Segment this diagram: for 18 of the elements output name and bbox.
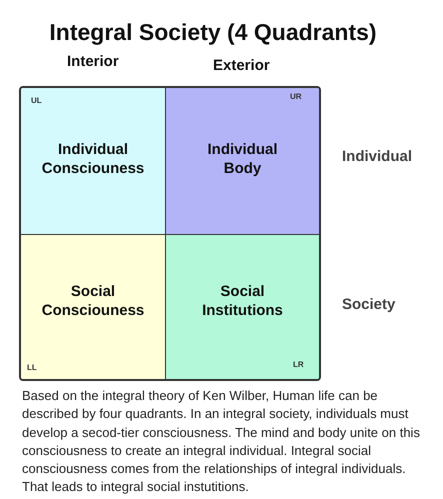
- row-heading: Society: [342, 296, 396, 314]
- corner-label: UL: [31, 96, 42, 106]
- quadrant-title: Individual Body: [206, 140, 278, 178]
- quadrant-title: Social Consciouness: [40, 282, 146, 320]
- corner-label: LL: [27, 363, 37, 372]
- corner-label: LR: [293, 360, 304, 370]
- quadrant-title: Individual Consciouness: [40, 140, 146, 178]
- row-heading: Individual: [342, 148, 412, 166]
- quadrant-box: [166, 88, 319, 235]
- quadrant-box: [166, 235, 319, 379]
- corner-label: UR: [290, 92, 302, 102]
- column-heading: Interior: [67, 53, 119, 70]
- diagram-title: Integral Society (4 Quadrants): [48, 19, 378, 46]
- caption-paragraph: Based on the integral theory of Ken Wilber, Human life can be described by four quadrants. In an integral society, individuals must develop a secod-tier consciousness. The mind and body unite on this consciousness to create an integral individual. Integral social consciousness comes from the relationships of integral individuals. That leads to integral social instutitions.: [22, 387, 421, 496]
- quadrant-box: [21, 88, 166, 235]
- column-heading: Exterior: [213, 57, 270, 74]
- quadrant-title: Social Institutions: [201, 282, 284, 320]
- quadrant-box: [21, 235, 166, 379]
